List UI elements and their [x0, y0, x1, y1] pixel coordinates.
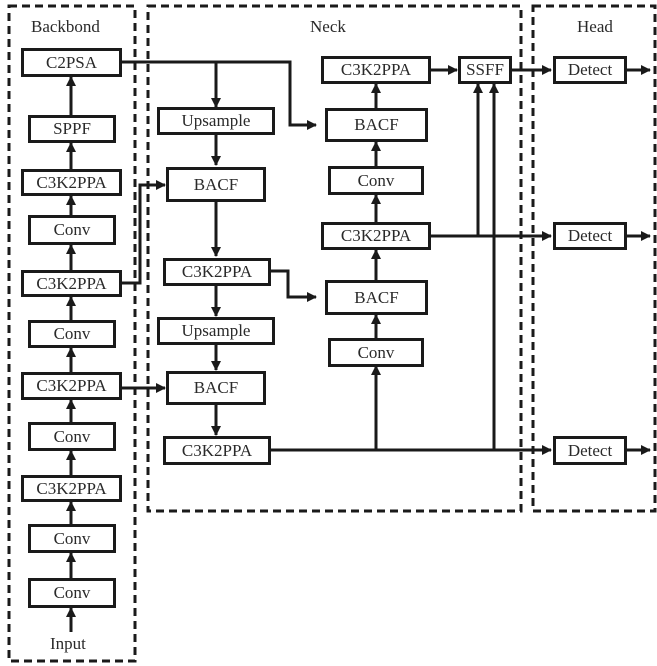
neck-c3k2ppa[interactable]: C3K2PPA: [163, 258, 271, 286]
neck-bacf[interactable]: BACF: [166, 167, 266, 202]
neck-bacf[interactable]: BACF: [166, 371, 266, 405]
input-label: Input: [50, 634, 86, 653]
neck-c3k2ppa[interactable]: C3K2PPA: [163, 436, 271, 465]
neck-bacf[interactable]: BACF: [325, 280, 428, 315]
backbone-conv[interactable]: Conv: [28, 422, 116, 451]
neck-frame: [146, 4, 523, 513]
backbone-c2psa[interactable]: C2PSA: [21, 48, 122, 77]
backbone-conv[interactable]: Conv: [28, 524, 116, 553]
backbone-c3k2ppa[interactable]: C3K2PPA: [21, 270, 122, 297]
neck-conv[interactable]: Conv: [328, 338, 424, 367]
backbone-conv[interactable]: Conv: [28, 215, 116, 245]
backbone-sppf[interactable]: SPPF: [28, 115, 116, 143]
neck-upsample[interactable]: Upsample: [157, 107, 275, 135]
neck-title: Neck: [310, 17, 346, 36]
head-detect[interactable]: Detect: [553, 222, 627, 250]
neck-upsample[interactable]: Upsample: [157, 317, 275, 345]
backbone-title: Backbond: [31, 17, 100, 36]
neck-bacf[interactable]: BACF: [325, 108, 428, 142]
head-detect[interactable]: Detect: [553, 56, 627, 84]
neck-c3k2ppa[interactable]: C3K2PPA: [321, 222, 431, 250]
neck-ssff[interactable]: SSFF: [458, 56, 512, 84]
backbone-conv[interactable]: Conv: [28, 578, 116, 608]
head-detect[interactable]: Detect: [553, 436, 627, 465]
arrow: [122, 180, 166, 285]
head-title: Head: [577, 17, 613, 36]
head-frame: [531, 4, 657, 513]
backbone-conv[interactable]: Conv: [28, 320, 116, 348]
neck-conv[interactable]: Conv: [328, 166, 424, 195]
backbone-c3k2ppa[interactable]: C3K2PPA: [21, 372, 122, 400]
arrow: [271, 269, 317, 302]
neck-c3k2ppa[interactable]: C3K2PPA: [321, 56, 431, 84]
backbone-c3k2ppa[interactable]: C3K2PPA: [21, 169, 122, 196]
arrow: [122, 60, 317, 130]
backbone-c3k2ppa[interactable]: C3K2PPA: [21, 475, 122, 502]
